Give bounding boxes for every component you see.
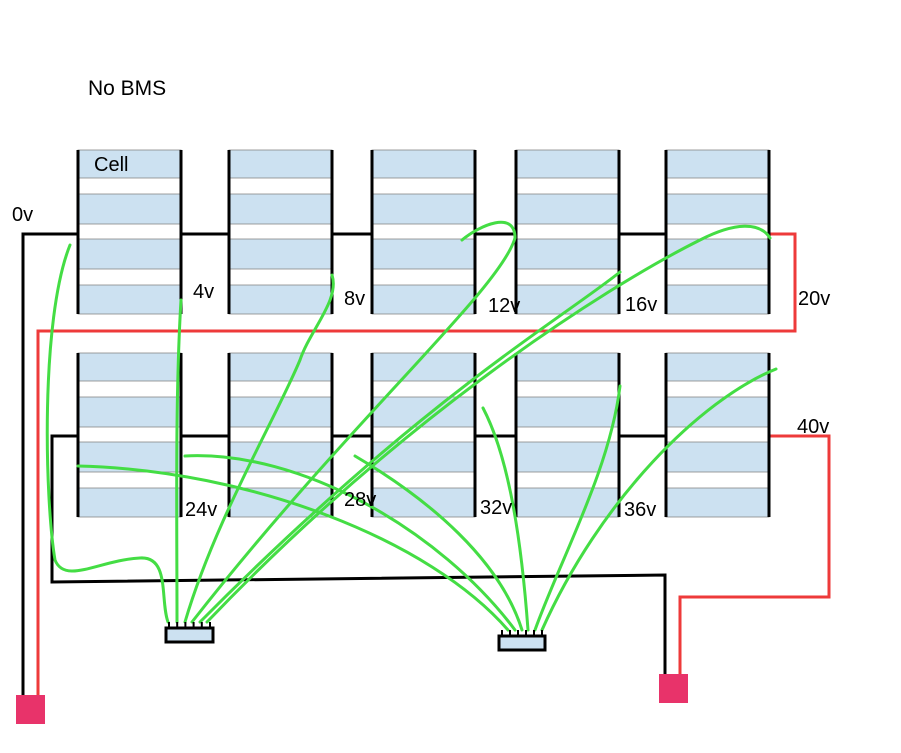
cell-band xyxy=(77,284,182,315)
negative-main-wire xyxy=(21,232,78,697)
cell-band xyxy=(515,238,620,270)
cell-band xyxy=(77,238,182,270)
label-28v: 28v xyxy=(344,489,376,511)
top-row-cell-5 xyxy=(664,149,771,315)
label-20v: 20v xyxy=(798,288,830,310)
balance-lead-16v xyxy=(198,270,622,624)
balance-lead-4v xyxy=(175,298,183,624)
label-12v: 12v xyxy=(488,295,520,317)
connectors-layer xyxy=(164,622,547,652)
bottom-row-cell-3 xyxy=(370,352,477,518)
label-32v: 32v xyxy=(480,497,512,519)
bottom-row-cell-1 xyxy=(76,352,183,518)
cell-band xyxy=(77,396,182,428)
cell-band xyxy=(515,396,620,428)
top-row-cell-2 xyxy=(227,149,334,315)
cell-band xyxy=(371,238,476,270)
bottom-row-cell-4 xyxy=(514,352,621,518)
cells-layer xyxy=(76,149,771,518)
positive-wires xyxy=(36,232,831,697)
cell-band xyxy=(77,352,182,382)
cell-band xyxy=(77,193,182,225)
diagram-title: No BMS xyxy=(88,77,166,100)
label-4v: 4v xyxy=(193,281,214,303)
cell-band xyxy=(665,238,770,270)
label-16v: 16v xyxy=(625,294,657,316)
cell-band xyxy=(665,193,770,225)
top-row-cell-4 xyxy=(514,149,621,315)
cell-band xyxy=(228,238,333,270)
balance-lead-20v xyxy=(205,224,772,624)
cell-band xyxy=(371,193,476,225)
balance-lead-24v xyxy=(183,454,517,632)
positive-terminal[interactable] xyxy=(659,674,688,703)
cell-band xyxy=(515,487,620,518)
40v-output-wire xyxy=(678,434,831,677)
label-36v: 36v xyxy=(624,499,656,521)
cell-band xyxy=(665,441,770,473)
balance-leads xyxy=(45,220,778,632)
cell-band xyxy=(515,149,620,179)
top-row-cell-3 xyxy=(370,149,477,315)
bottom-row-cell-2 xyxy=(227,352,334,518)
cell-label: Cell xyxy=(94,154,128,176)
cell-band xyxy=(371,149,476,179)
connector-body xyxy=(164,626,215,644)
row-return-wire xyxy=(50,434,667,677)
cell-band xyxy=(515,193,620,225)
label-0v: 0v xyxy=(12,204,33,226)
label-40v: 40v xyxy=(797,416,829,438)
cell-band xyxy=(228,193,333,225)
cell-band xyxy=(665,352,770,382)
20v-link-wire xyxy=(36,232,797,697)
connector-body xyxy=(497,634,547,652)
balance-lead-8v xyxy=(183,273,335,624)
bus-wires xyxy=(21,232,667,697)
cell-band xyxy=(228,352,333,382)
balance-lead-32v xyxy=(481,406,530,632)
balance-lead-20v-b xyxy=(76,464,510,632)
balance-lead-28v xyxy=(353,454,524,632)
label-8v: 8v xyxy=(344,288,365,310)
negative-terminal[interactable] xyxy=(16,695,45,724)
balance-lead-40v xyxy=(540,367,778,632)
top-row-cell-1 xyxy=(76,149,183,315)
cell-band xyxy=(665,487,770,518)
cell-band xyxy=(228,284,333,315)
label-24v: 24v xyxy=(185,499,217,521)
cell-band xyxy=(665,149,770,179)
cell-band xyxy=(515,352,620,382)
balance-lead-12v xyxy=(190,220,517,624)
balance-lead-0v xyxy=(45,243,170,624)
balance-connector-right[interactable] xyxy=(497,630,547,652)
cell-band xyxy=(371,284,476,315)
cell-band xyxy=(665,284,770,315)
balance-connector-left[interactable] xyxy=(164,622,215,644)
cell-band xyxy=(77,487,182,518)
cell-band xyxy=(228,149,333,179)
balance-lead-36v xyxy=(533,384,622,632)
